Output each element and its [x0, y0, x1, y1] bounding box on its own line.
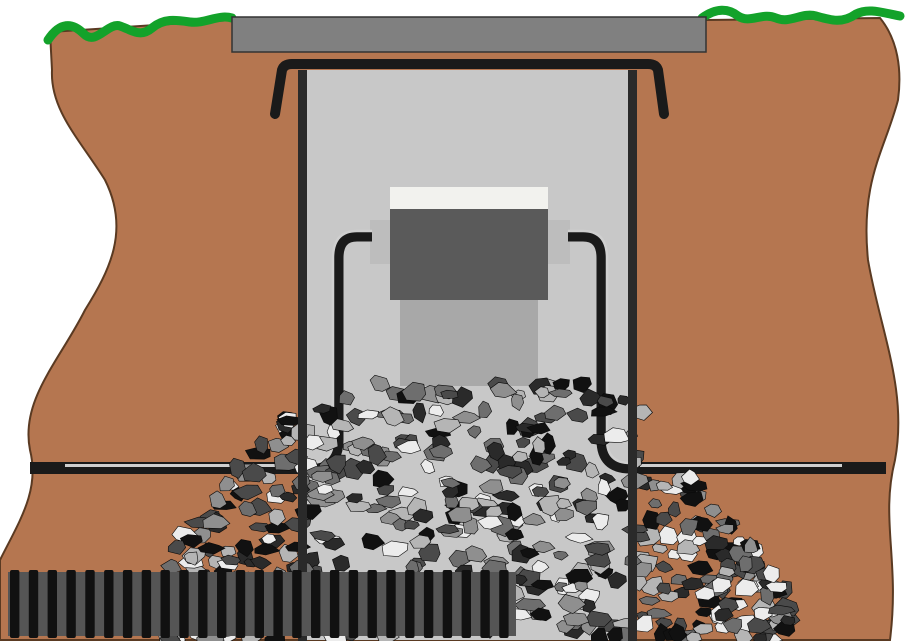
- valve-solenoid-body: [390, 207, 548, 300]
- drain-pipe-ridge: [292, 570, 301, 638]
- drain-pipe-ridge: [273, 570, 282, 638]
- drain-pipe-ridge: [29, 570, 38, 638]
- drain-pipe-ridge: [217, 570, 226, 638]
- drain-pipe-ridge: [368, 570, 377, 638]
- drain-pipe-ridge: [330, 570, 339, 638]
- drain-pipe-ridge: [85, 570, 94, 638]
- supply-line-left-highlight: [65, 464, 305, 467]
- valve-box-wall-left: [298, 70, 307, 641]
- valve-collar-right: [546, 220, 570, 264]
- drain-pipe-ridge: [443, 570, 452, 638]
- gravel-stone: [739, 556, 752, 572]
- drain-pipe-ridge: [311, 570, 320, 638]
- valve-box-wall-right: [628, 70, 637, 641]
- drain-pipe-ridge: [499, 570, 508, 638]
- drain-pipe-ridge: [179, 570, 188, 638]
- drain-pipe-ridge: [405, 570, 414, 638]
- drain-pipe-ridge: [386, 570, 395, 638]
- drain-pipe-ridge: [142, 570, 151, 638]
- supply-line-right: [632, 462, 886, 474]
- valve-box-lid: [232, 17, 706, 52]
- valve-base: [400, 296, 538, 386]
- drain-pipe-ridge: [255, 570, 264, 638]
- drain-pipe-ridge: [48, 570, 57, 638]
- supply-line-right-highlight: [636, 464, 842, 467]
- drain-pipe-ridge: [424, 570, 433, 638]
- gravel-stone: [532, 487, 549, 497]
- gravel-stone: [753, 634, 766, 641]
- drain-pipe-ridge: [236, 570, 245, 638]
- valve-top-band: [390, 187, 548, 209]
- drain-pipe-ridge: [161, 570, 170, 638]
- gravel-stone: [441, 390, 458, 398]
- drain-pipe-ridge: [66, 570, 75, 638]
- drain-pipe-ridge: [123, 570, 132, 638]
- drain-pipe-ridge: [10, 570, 19, 638]
- drain-pipe-ridge: [462, 570, 471, 638]
- drain-pipe-ridge: [349, 570, 358, 638]
- corrugated-drain-pipe: [8, 570, 516, 638]
- drain-pipe-ridge: [104, 570, 113, 638]
- drain-pipe-ridge: [198, 570, 207, 638]
- drain-pipe-ridge: [480, 570, 489, 638]
